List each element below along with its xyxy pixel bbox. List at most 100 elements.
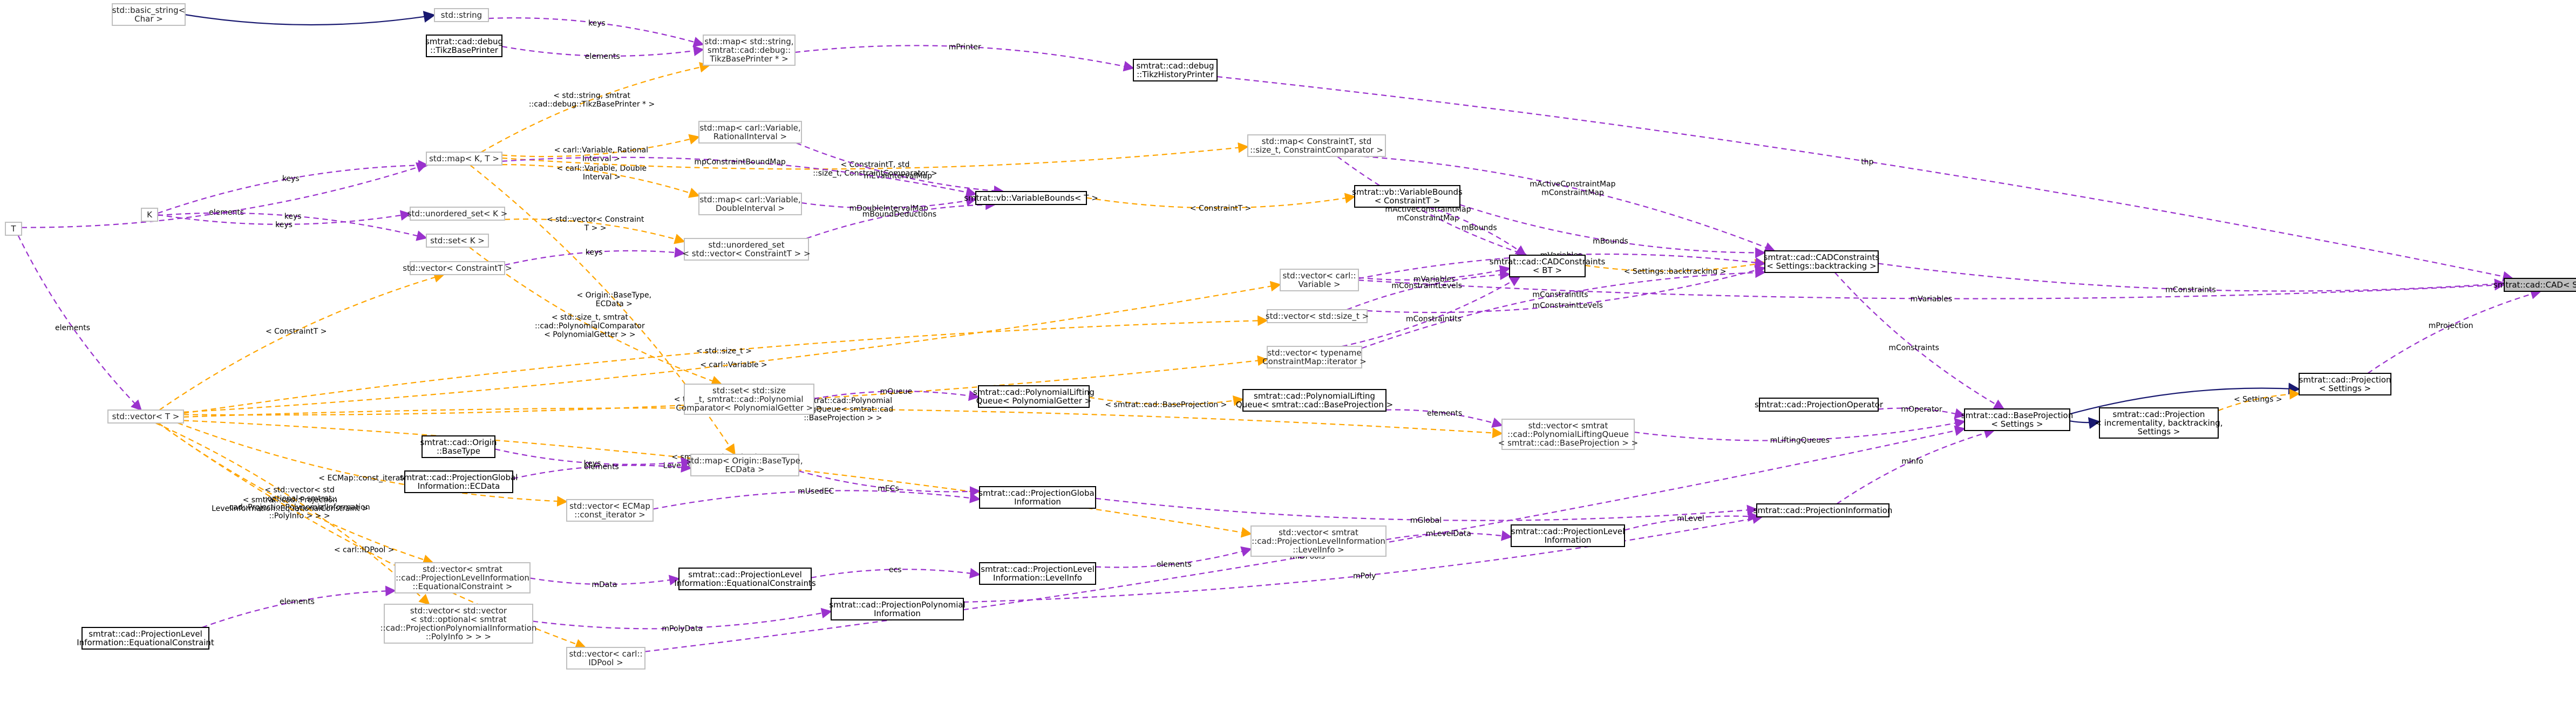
edge-label: mEvalIntervalMap — [864, 172, 933, 180]
node-projsettings[interactable]: smtrat::cad::Projection< Settings > — [2299, 373, 2391, 395]
node-vecsize[interactable]: std::vector< std::size_t > — [1266, 309, 1369, 323]
node-varbounds[interactable]: smtrat::vb::VariableBounds< T > — [964, 191, 1098, 205]
node-string[interactable]: std::string — [434, 8, 489, 22]
edge-origin-to-maporigin: keys — [494, 448, 692, 468]
node-veceqconstr[interactable]: std::vector< smtrat::cad::ProjectionLeve… — [395, 562, 531, 593]
edge-label: mBoundDeductions — [862, 210, 936, 219]
node-label: smtrat::cad::CADConstraints< BT > — [1490, 257, 1606, 275]
edge-label: keys — [282, 175, 300, 183]
node-vecT[interactable]: std::vector< T > — [107, 409, 184, 424]
node-K[interactable]: K — [141, 208, 158, 222]
node-maporigin[interactable]: std::map< Origin::BaseType,ECData > — [687, 454, 803, 476]
edge-line — [155, 422, 430, 605]
node-label: smtrat::cad::ProjectionInformation — [1753, 506, 1893, 515]
edge-label: < carl::IDPool > — [334, 546, 395, 555]
node-projoperator[interactable]: smtrat::cad::ProjectionOperator — [1755, 398, 1884, 412]
edge-line — [1358, 265, 1511, 281]
node-box — [422, 435, 495, 458]
node-mapdouble[interactable]: std::map< carl::Variable,DoubleInterval … — [698, 193, 802, 215]
edge-line — [504, 218, 685, 244]
edge-projpoly-to-projinfo: mPoly — [963, 513, 1763, 603]
node-baseproj[interactable]: smtrat::cad::BaseProjection< Settings > — [1961, 408, 2073, 431]
node-cad[interactable]: smtrat::cad::CAD< Settings > — [2493, 278, 2576, 292]
edge-label: mDoubleIntervalMap — [849, 204, 929, 213]
edge-vecT-to-vececmap: < ECMap::const_iterator > — [177, 422, 568, 507]
node-setK[interactable]: std::set< K > — [426, 234, 489, 248]
edge-label: keys — [588, 19, 606, 28]
node-vecvar[interactable]: std::vector< carl::Variable > — [1280, 269, 1359, 291]
node-uset[interactable]: std::unordered_set< K > — [407, 207, 508, 221]
node-mapprinter[interactable]: std::map< std::string,smtrat::cad::debug… — [703, 35, 796, 66]
edge-varbounds-to-varboundsC: < ConstraintT > — [1086, 193, 1356, 213]
node-usetvec[interactable]: std::unordered_set< std::vector< Constra… — [682, 238, 811, 261]
node-label: std::vector< std::size_t > — [1266, 311, 1369, 322]
edge-line — [1095, 497, 1758, 521]
node-projinfo[interactable]: smtrat::cad::ProjectionInformation — [1753, 503, 1893, 517]
node-box — [5, 222, 22, 236]
node-cadct[interactable]: smtrat::cad::CADConstraints< BT > — [1490, 255, 1606, 277]
edge-projlevel-to-projinfo: mLevel — [1624, 511, 1759, 531]
node-setsize[interactable]: std::set< std::size_t, smtrat::cad::Poly… — [676, 384, 823, 415]
node-label: std::vector< ConstraintT > — [403, 263, 512, 273]
node-origin[interactable]: smtrat::cad::Origin::BaseType — [420, 435, 497, 458]
node-tikzbase[interactable]: smtrat::cad::debug::TikzBasePrinter — [425, 35, 503, 57]
edge-line — [488, 17, 704, 47]
edge-line — [1337, 156, 1528, 257]
node-box — [698, 121, 802, 144]
edge-vecT-to-vecvar: < carl::Variable > — [183, 281, 1281, 413]
node-label: std::vector< carl::IDPool > — [569, 649, 642, 667]
edge-veclevelinfo-to-projlevel: mLevelData — [1385, 530, 1512, 541]
node-vececmap[interactable]: std::vector< ECMap::const_iterator > — [566, 499, 654, 522]
edge-line — [1429, 206, 1527, 256]
edge-label: mPrinter — [949, 43, 981, 52]
edge-label: mUsedEC — [798, 487, 834, 496]
node-projincr[interactable]: smtrat::cad::Projection< incrementality,… — [2095, 407, 2223, 439]
edge-line — [2069, 417, 2101, 429]
node-T[interactable]: T — [5, 222, 22, 236]
edge-T-to-vecT: elements — [17, 235, 142, 411]
node-mapKT[interactable]: std::map< K, T > — [426, 152, 502, 166]
edge-mapKT-to-maporigin: < Origin::BaseType,ECData > — [470, 165, 736, 455]
edge-veceqconstr-to-eqconstr: mData — [529, 575, 680, 589]
edge-line — [1585, 258, 1766, 272]
edge-label: mConstraints — [2165, 286, 2216, 295]
edge-vecvecopt-to-projpoly: mPolyData — [532, 607, 832, 633]
node-veclevelinfo[interactable]: std::vector< smtrat::cad::ProjectionLeve… — [1250, 525, 1386, 557]
node-tikzhist[interactable]: smtrat::cad::debug::TikzHistoryPrinter — [1133, 59, 1218, 81]
node-box — [141, 208, 158, 222]
edge-levelinfo-to-veclevelinfo: elements — [1095, 546, 1252, 569]
node-basicstring[interactable]: std::basic_string<Char > — [112, 3, 186, 26]
node-vecidpool[interactable]: std::vector< carl::IDPool > — [566, 647, 645, 670]
edge-label: mData — [592, 581, 617, 589]
node-varboundsC[interactable]: smtrat::vb::VariableBounds< ConstraintT … — [1352, 185, 1463, 208]
node-mapconstraint[interactable]: std::map< ConstraintT, std::size_t, Cons… — [1247, 134, 1386, 157]
edge-line — [157, 160, 429, 214]
node-cadc[interactable]: smtrat::cad::CADConstraints< Settings::b… — [1764, 250, 1880, 273]
node-maprational[interactable]: std::map< carl::Variable,RationalInterva… — [698, 121, 802, 144]
edge-label: mGlobal — [1410, 516, 1442, 525]
node-box — [1511, 524, 1625, 547]
node-label: std::map< carl::Variable,RationalInterva… — [699, 123, 800, 141]
node-label: std::map< std::string,smtrat::cad::debug… — [704, 37, 793, 64]
edge-label: < std::string, smtrat::cad::debug::TikzB… — [529, 92, 655, 109]
node-vecconstraint[interactable]: std::vector< ConstraintT > — [403, 261, 512, 275]
node-vecvecopt[interactable]: std::vector< std::vector< std::optional<… — [380, 604, 537, 644]
node-vecliftqueue[interactable]: std::vector< smtrat::cad::PolynomialLift… — [1498, 419, 1638, 450]
edge-vecconstraint-to-usetvec: keys — [504, 247, 685, 266]
